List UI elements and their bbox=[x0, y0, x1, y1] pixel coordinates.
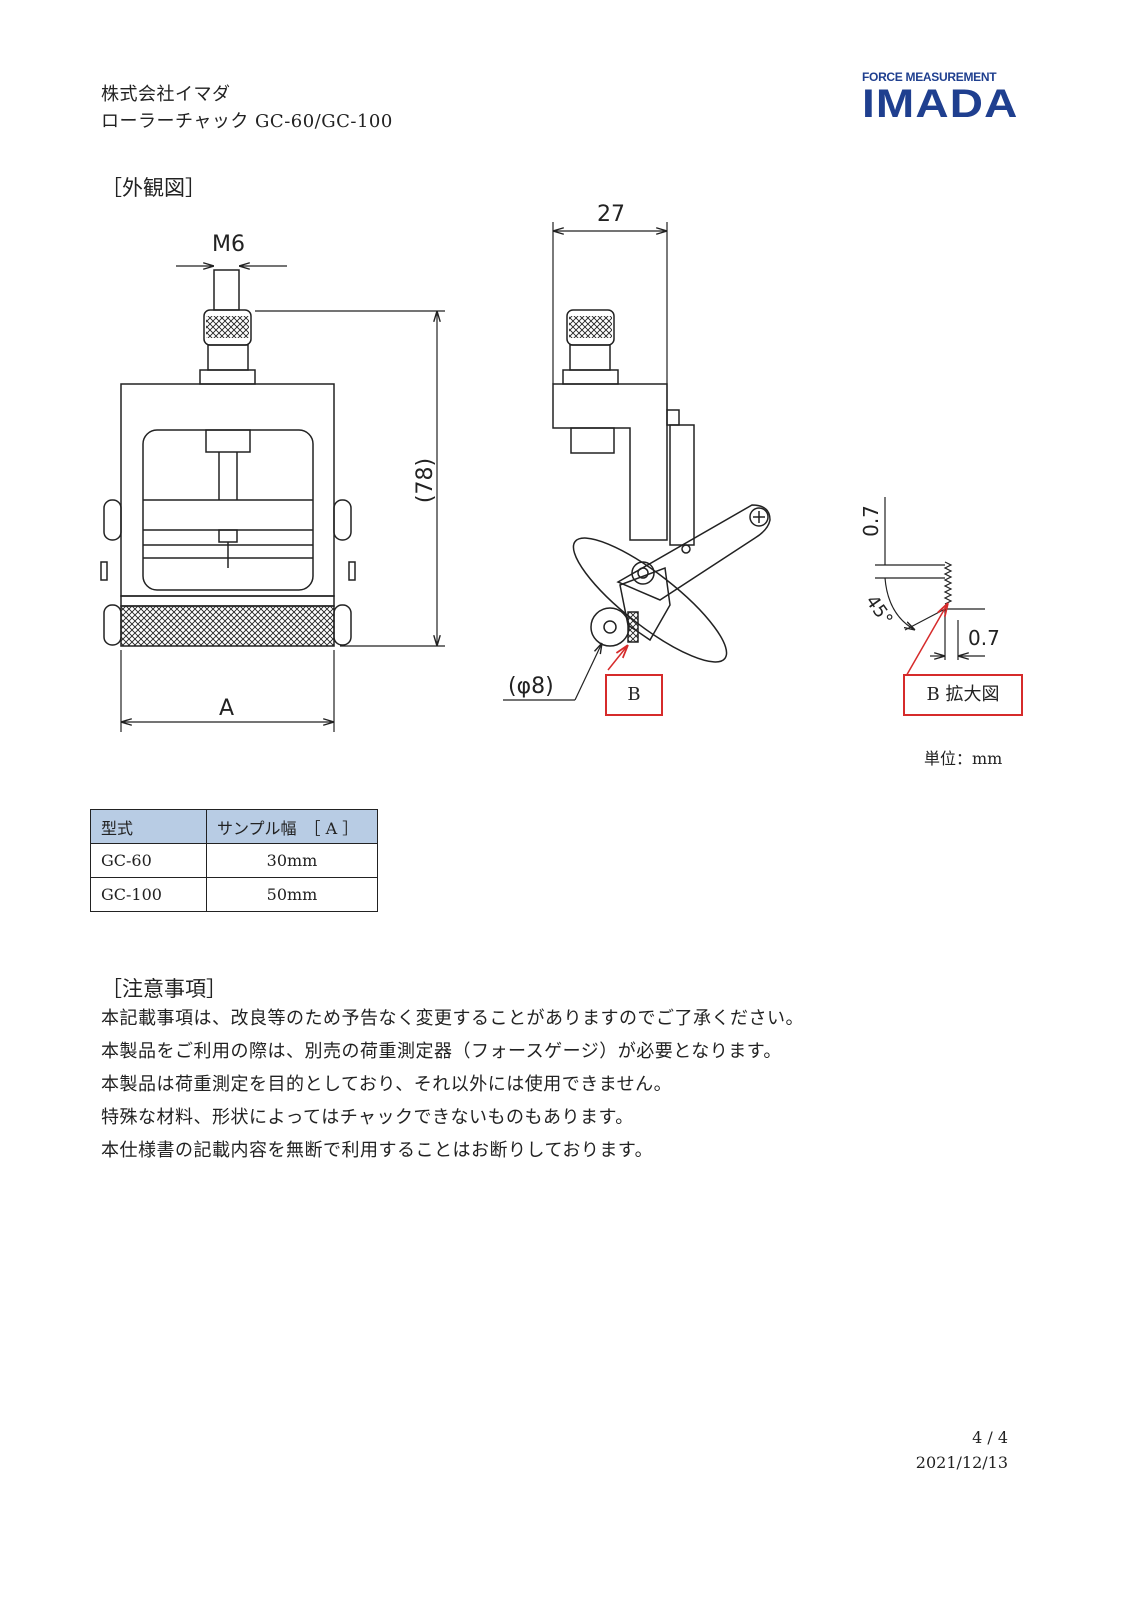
b-detail-callout-box: B 拡大図 bbox=[903, 674, 1023, 716]
document-date: 2021/12/13 bbox=[915, 1453, 1008, 1472]
header-sample-width: サンプル幅 ［ A ］ bbox=[206, 809, 378, 844]
front-view bbox=[100, 269, 356, 647]
notes-section-title: ［注意事項］ bbox=[101, 977, 227, 1001]
dim-a-label: A bbox=[219, 696, 235, 721]
b-detail-pointer-line bbox=[904, 603, 948, 679]
table-row: GC-60 30mm bbox=[90, 843, 378, 878]
company-name: 株式会社イマダ bbox=[101, 84, 231, 105]
dim-27-label: 27 bbox=[597, 202, 625, 227]
note-item: 本製品をご利用の際は、別売の荷重測定器（フォースゲージ）が必要となります。 bbox=[101, 1041, 782, 1062]
note-item: 本仕様書の記載内容を無断で利用することはお断りしております。 bbox=[101, 1140, 654, 1161]
technical-drawing bbox=[100, 222, 985, 732]
note-item: 本製品は荷重測定を目的としており、それ以外には使用できません。 bbox=[101, 1074, 673, 1095]
drawing-section-title: ［外観図］ bbox=[101, 176, 206, 200]
logo-tagline: FORCE MEASUREMENT bbox=[862, 70, 997, 84]
side-view bbox=[552, 309, 771, 663]
detail-07-top-label: 0.7 bbox=[858, 505, 883, 537]
detail-07-bottom-label: 0.7 bbox=[968, 626, 1000, 650]
dim-78-label: (78) bbox=[413, 457, 439, 504]
width-cell: 50mm bbox=[206, 877, 378, 912]
spec-table: 型式 サンプル幅 ［ A ］ GC-60 30mm GC-100 50mm bbox=[90, 809, 378, 912]
logo-wordmark: IMADA bbox=[862, 82, 1019, 126]
product-name: ローラーチャック GC-60/GC-100 bbox=[101, 111, 393, 132]
model-cell: GC-60 bbox=[90, 843, 207, 878]
front-dimensions bbox=[120, 266, 445, 732]
header-model: 型式 bbox=[90, 809, 207, 844]
dim-phi8-label: (φ8) bbox=[508, 674, 554, 699]
dim-m6-label: M6 bbox=[212, 232, 245, 257]
unit-label: 単位：mm bbox=[924, 749, 1003, 768]
width-cell: 30mm bbox=[206, 843, 378, 878]
notes-list: 本記載事項は、改良等のため予告なく変更することがありますのでご了承ください。 本… bbox=[101, 1002, 804, 1167]
b-pointer-line bbox=[607, 645, 628, 671]
note-item: 本記載事項は、改良等のため予告なく変更することがありますのでご了承ください。 bbox=[101, 1008, 804, 1029]
table-header-row: 型式 サンプル幅 ［ A ］ bbox=[90, 809, 378, 844]
table-row: GC-100 50mm bbox=[90, 877, 378, 912]
page-number: 4 / 4 bbox=[972, 1428, 1008, 1447]
b-callout-box: B bbox=[605, 674, 663, 716]
note-item: 特殊な材料、形状によってはチャックできないものもあります。 bbox=[101, 1107, 634, 1128]
side-dimensions bbox=[503, 222, 668, 701]
imada-logo: FORCE MEASUREMENT IMADA bbox=[862, 70, 1017, 124]
model-cell: GC-100 bbox=[90, 877, 207, 912]
